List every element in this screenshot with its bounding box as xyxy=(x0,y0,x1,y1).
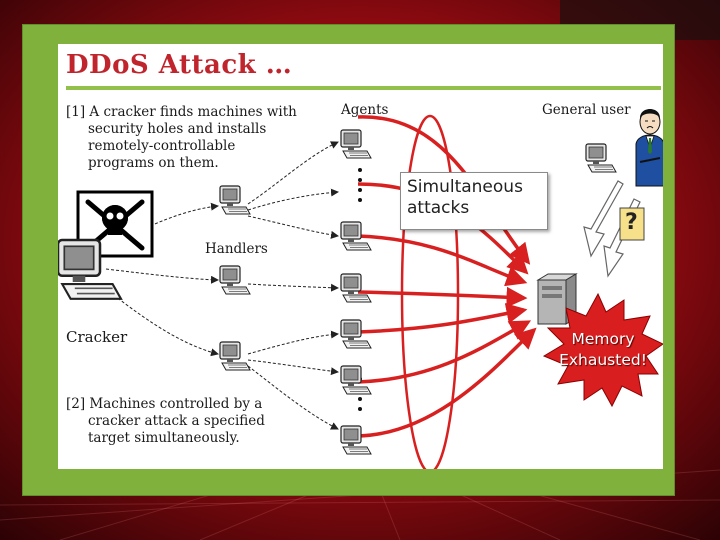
agents-label: Agents xyxy=(341,102,389,118)
question-icon xyxy=(619,207,645,241)
agent-computer-icon xyxy=(340,129,372,159)
burst-line: Exhausted! xyxy=(559,351,647,369)
general-user-label: General user xyxy=(542,102,631,118)
slide-title: DDoS Attack … xyxy=(66,50,293,80)
step1-line: remotely-controllable xyxy=(88,138,236,154)
diagram-card: DDoS Attack … xyxy=(58,44,663,469)
general-user-computer-icon xyxy=(585,143,617,173)
attack-arrows xyxy=(357,115,537,438)
businessman-icon xyxy=(635,104,663,187)
handlers-label: Handlers xyxy=(205,241,268,257)
simultaneous-attacks-callout: Simultaneous attacks xyxy=(400,172,548,230)
burst-line: Memory xyxy=(571,330,635,348)
agent-computer-icon xyxy=(340,319,372,349)
step2-line: cracker attack a specified xyxy=(88,413,265,429)
callout-line: attacks xyxy=(407,198,470,218)
callout-line: Simultaneous xyxy=(407,177,523,197)
agent-computer-icon xyxy=(340,273,372,303)
memory-exhausted-text: Memory Exhausted! xyxy=(544,329,662,371)
title-underline xyxy=(66,86,661,90)
attack-ellipse xyxy=(400,114,460,469)
agent-computer-icon xyxy=(340,425,372,455)
step2-line: [2] Machines controlled by a xyxy=(66,396,263,412)
step2-note: [2] Machines controlled by a cracker att… xyxy=(66,396,306,447)
step1-line: security holes and installs xyxy=(88,121,267,137)
handler-computer-icon xyxy=(219,265,251,295)
cracker-label: Cracker xyxy=(66,328,128,346)
step1-line: programs on them. xyxy=(88,155,219,171)
memory-burst xyxy=(542,292,663,408)
question-mark: ? xyxy=(625,210,638,235)
handler-computer-icon xyxy=(219,341,251,371)
ddos-diagram xyxy=(58,104,663,469)
step1-note: [1] A cracker finds machines with securi… xyxy=(66,104,326,172)
handler-computer-icon xyxy=(219,185,251,215)
step1-line: [1] A cracker finds machines with xyxy=(66,104,297,120)
step2-line: target simultaneously. xyxy=(88,430,240,446)
